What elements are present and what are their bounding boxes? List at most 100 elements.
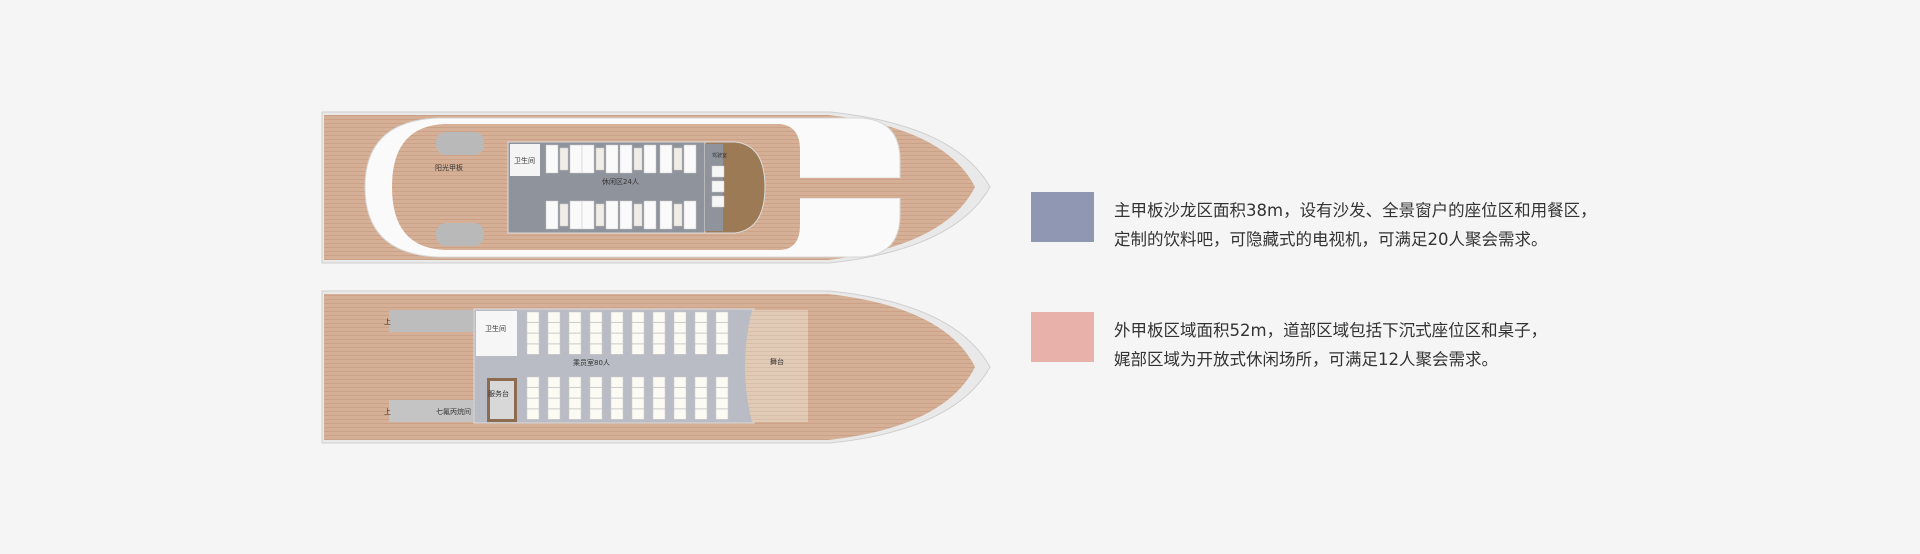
- seat: [673, 343, 687, 355]
- seat: [526, 398, 540, 409]
- seat: [526, 387, 540, 399]
- sofa: [643, 144, 657, 174]
- seat: [631, 376, 645, 388]
- seat: [610, 387, 624, 399]
- label-sun-deck: 阳光甲板: [435, 163, 463, 172]
- seat: [568, 387, 582, 399]
- seat: [547, 408, 561, 420]
- legend-line: 娓部区域为开放式休闲场所，可满足12人聚会需求。: [1114, 350, 1498, 369]
- seat: [652, 333, 666, 344]
- label-stage: 舞台: [770, 357, 784, 366]
- wood-passage: [780, 178, 900, 198]
- legend-item-outer-deck: 外甲板区域面积52m，道部区域包括下沉式座位区和桌子， 娓部区域为开放式休闲场所…: [1031, 312, 1547, 374]
- table: [559, 147, 569, 171]
- sofa: [683, 144, 697, 174]
- legend-swatch: [1031, 312, 1094, 362]
- seat: [526, 322, 540, 334]
- seat: [589, 387, 603, 399]
- stage: [745, 310, 808, 422]
- seat: [715, 408, 729, 420]
- sofa: [659, 200, 673, 230]
- toilet-room: [510, 144, 540, 176]
- table: [673, 203, 683, 227]
- label-cockpit: 驾驶室: [712, 152, 727, 159]
- cabin-seats: [526, 311, 729, 420]
- seat: [568, 333, 582, 344]
- seat: [547, 311, 561, 323]
- seat: [589, 376, 603, 388]
- seat: [610, 398, 624, 409]
- seat: [589, 322, 603, 334]
- seat: [526, 376, 540, 388]
- sofa: [619, 144, 633, 174]
- sofa: [643, 200, 657, 230]
- label-toilet: 卫生间: [514, 156, 535, 165]
- sofa: [683, 200, 697, 230]
- seat: [673, 322, 687, 334]
- seat: [568, 343, 582, 355]
- seat: [694, 333, 708, 344]
- seat: [610, 408, 624, 420]
- seat: [631, 333, 645, 344]
- cockpit-seat: [711, 165, 725, 178]
- label-fire-room: 七氟丙烷间: [436, 407, 471, 416]
- sofa: [545, 200, 559, 230]
- seat: [631, 387, 645, 399]
- sofa: [605, 144, 619, 174]
- seat: [589, 398, 603, 409]
- seat: [673, 398, 687, 409]
- seat: [610, 311, 624, 323]
- label-up-1: 上: [384, 317, 391, 326]
- seat: [547, 343, 561, 355]
- seat: [547, 376, 561, 388]
- seat: [652, 408, 666, 420]
- service-desk-top: [490, 381, 514, 419]
- seat: [547, 387, 561, 399]
- cockpit-seat: [711, 180, 725, 193]
- top-deck-plan: 阳光甲板 卫生间 休闲区24人 驾驶室: [321, 111, 991, 264]
- seat: [631, 311, 645, 323]
- legend-line: 主甲板沙龙区面积38m，设有沙发、全景窗户的座位区和用餐区，: [1114, 201, 1597, 220]
- seat: [673, 376, 687, 388]
- seat: [694, 322, 708, 334]
- seat: [526, 333, 540, 344]
- seat: [652, 398, 666, 409]
- sofa: [605, 200, 619, 230]
- stairs-lower: [436, 223, 484, 246]
- legend-swatch: [1031, 192, 1094, 242]
- table: [595, 147, 605, 171]
- seat: [631, 343, 645, 355]
- main-deck-plan: 上 上 卫生间 乘员室80人 服务台 七氟丙烷间 舞台: [321, 290, 991, 444]
- seat: [694, 376, 708, 388]
- seat: [715, 333, 729, 344]
- seat: [610, 333, 624, 344]
- label-service: 服务台: [488, 389, 509, 398]
- seat: [589, 343, 603, 355]
- table: [673, 147, 683, 171]
- legend-text: 外甲板区域面积52m，道部区域包括下沉式座位区和桌子， 娓部区域为开放式休闲场所…: [1114, 316, 1547, 374]
- label-up-2: 上: [384, 407, 391, 416]
- cockpit-seat: [711, 195, 725, 208]
- sofa: [569, 144, 583, 174]
- seat: [694, 343, 708, 355]
- lounge-seats: [545, 144, 725, 230]
- seat: [715, 343, 729, 355]
- stairs-upper: [436, 132, 484, 155]
- seat: [610, 343, 624, 355]
- stairs-lower: [389, 400, 473, 422]
- seat: [547, 322, 561, 334]
- seat: [694, 398, 708, 409]
- seat: [715, 322, 729, 334]
- seat: [589, 408, 603, 420]
- seat: [715, 398, 729, 409]
- seat: [610, 376, 624, 388]
- seat: [547, 398, 561, 409]
- sofa: [545, 144, 559, 174]
- seat: [568, 398, 582, 409]
- label-cabin: 乘员室80人: [573, 358, 610, 367]
- seat: [652, 343, 666, 355]
- seat: [715, 311, 729, 323]
- seat: [568, 376, 582, 388]
- seat: [652, 322, 666, 334]
